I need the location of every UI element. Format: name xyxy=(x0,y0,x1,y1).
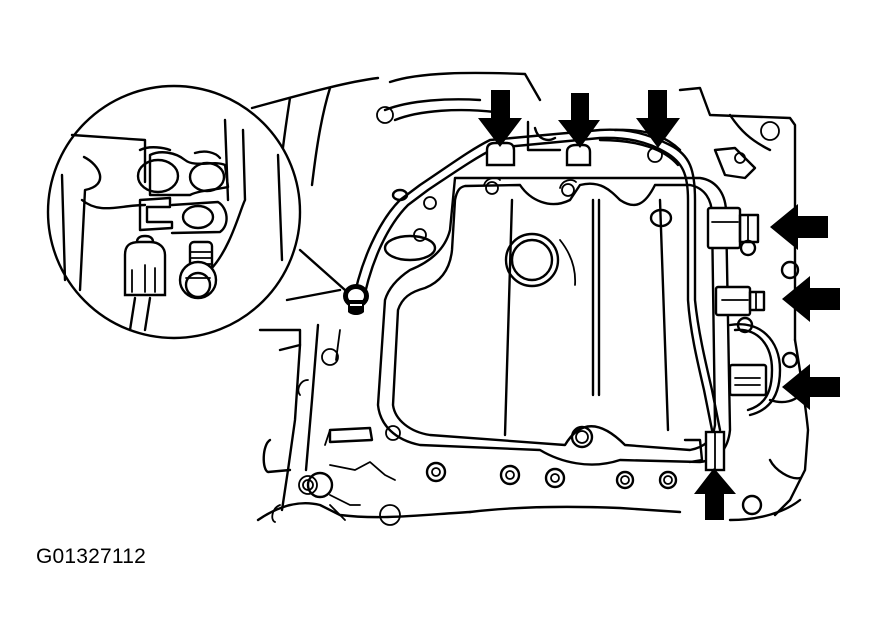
arrow-left-1 xyxy=(770,204,828,250)
arrow-up-1 xyxy=(694,468,736,520)
arrow-down-3 xyxy=(636,90,680,148)
case-bolts xyxy=(425,239,800,516)
harness-bolt xyxy=(343,284,369,315)
oil-pan xyxy=(376,176,732,466)
callout-arrows xyxy=(478,90,840,520)
top-connectors xyxy=(485,120,663,167)
right-connectors xyxy=(706,146,768,397)
bottom-connector xyxy=(683,430,726,472)
detail-inset xyxy=(46,84,347,340)
arrow-down-2 xyxy=(558,93,600,148)
arrow-down-1 xyxy=(478,90,522,147)
arrow-left-2 xyxy=(782,276,840,322)
figure-id-label: G01327112 xyxy=(36,545,147,568)
arrow-left-3 xyxy=(782,364,840,410)
